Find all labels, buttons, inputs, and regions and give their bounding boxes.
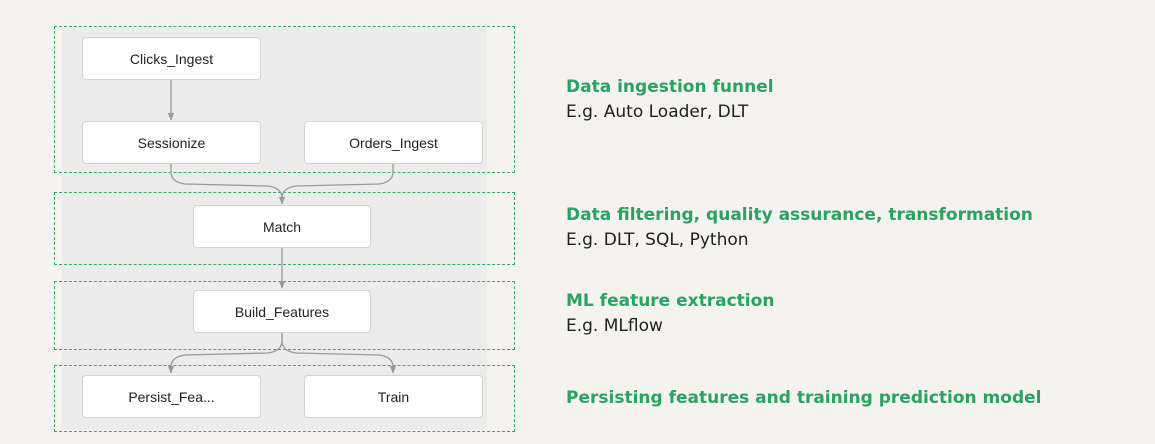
node-clicks-ingest[interactable]: Clicks_Ingest: [82, 37, 261, 80]
stage-label-filtering: Data filtering, quality assurance, trans…: [566, 204, 1033, 251]
stage-subtitle: E.g. Auto Loader, DLT: [566, 102, 749, 122]
stage-subtitle: E.g. DLT, SQL, Python: [566, 230, 749, 250]
node-build-features[interactable]: Build_Features: [193, 290, 371, 333]
stage-label-feature-extraction: ML feature extraction E.g. MLflow: [566, 290, 774, 337]
stage-title: ML feature extraction: [566, 291, 775, 311]
node-train[interactable]: Train: [304, 375, 483, 418]
node-persist-features[interactable]: Persist_Fea...: [82, 375, 261, 418]
stage-label-persist-train: Persisting features and training predict…: [566, 387, 1041, 409]
stage-title: Persisting features and training predict…: [566, 388, 1042, 408]
stage-subtitle: E.g. MLflow: [566, 316, 663, 336]
stage-title: Data filtering, quality assurance, trans…: [566, 205, 1033, 225]
node-match[interactable]: Match: [193, 205, 371, 248]
node-orders-ingest[interactable]: Orders_Ingest: [304, 121, 483, 164]
stage-title: Data ingestion funnel: [566, 77, 774, 97]
node-sessionize[interactable]: Sessionize: [82, 121, 261, 164]
stage-label-ingestion: Data ingestion funnel E.g. Auto Loader, …: [566, 76, 774, 123]
